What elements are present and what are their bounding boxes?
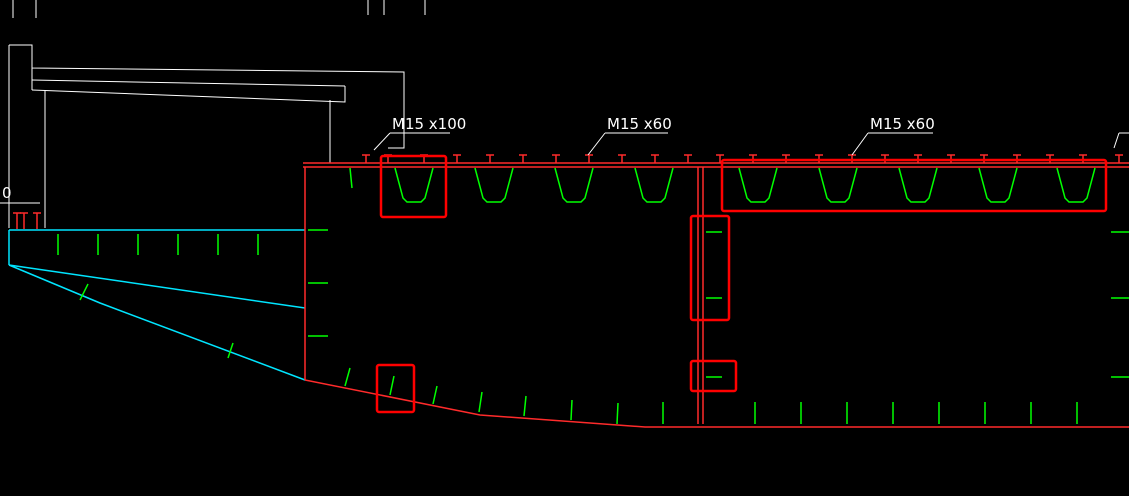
shear-stud (651, 154, 659, 163)
barrier-outline (8, 44, 405, 228)
u-rib (898, 167, 938, 203)
left-edge-studs (0, 202, 41, 229)
callout-leaders (373, 132, 1129, 156)
shear-stud (519, 154, 527, 163)
edge-char-label: 0 (2, 184, 12, 202)
shear-stud (716, 154, 724, 163)
u-rib (818, 167, 858, 203)
shear-stud (486, 154, 494, 163)
bottom-flange-stiffeners (344, 367, 1078, 425)
highlight-box-bottom-stiffener (375, 363, 416, 414)
highlight-box-web-upper (689, 214, 731, 322)
highlight-boxes (375, 154, 1108, 414)
u-rib (978, 167, 1018, 203)
stud-label-mid: M15 x60 (607, 115, 672, 133)
web-stiffeners (308, 167, 1129, 378)
u-rib (634, 167, 674, 203)
cantilever-stiffeners (57, 234, 259, 359)
girder-outline (303, 162, 1129, 428)
shear-stud (453, 154, 461, 163)
shear-stud (684, 154, 692, 163)
top-tick-marks (12, 0, 426, 18)
shear-stud (552, 154, 560, 163)
shear-stud (362, 154, 370, 163)
shear-stud (618, 154, 626, 163)
stud-label-right: M15 x60 (870, 115, 935, 133)
u-rib (474, 167, 514, 203)
highlight-box-single-rib (379, 154, 448, 219)
shear-stud (1115, 154, 1123, 163)
u-rib (738, 167, 778, 203)
cantilever-bracket (8, 229, 306, 381)
u-rib (1056, 167, 1096, 203)
stud-label-left: M15 x100 (392, 115, 466, 133)
highlight-box-rib-group (720, 158, 1108, 213)
shear-stud (585, 154, 593, 163)
top-u-ribs (394, 167, 1096, 203)
u-rib (394, 167, 434, 203)
u-rib (554, 167, 594, 203)
highlight-box-web-lower (689, 359, 738, 393)
